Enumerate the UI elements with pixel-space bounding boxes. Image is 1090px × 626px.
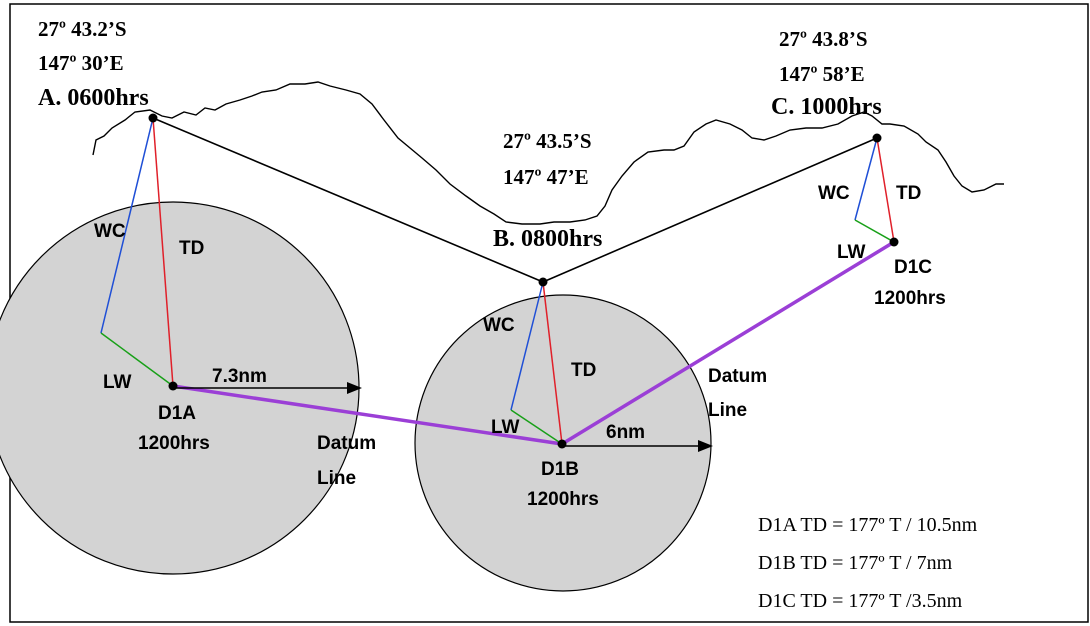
position-a-latitude: 27º 43.2’S	[38, 17, 127, 41]
datum-line-b-c	[561, 240, 895, 446]
datum-name-d1a: D1A	[158, 403, 196, 424]
leeway-label-b: LW	[491, 417, 520, 438]
wind-current-label-b: WC	[483, 315, 515, 336]
total-drift-vector-c	[876, 137, 895, 243]
track-b-to-c	[542, 137, 878, 283]
position-b-longitude: 147º 47’E	[503, 165, 589, 189]
datum-point-d1c	[889, 237, 899, 247]
position-point-c	[872, 133, 882, 143]
legend-line-d1a: D1A TD = 177º T / 10.5nm	[758, 514, 978, 536]
coastline	[92, 81, 1004, 225]
wind-current-vector-c	[854, 137, 878, 221]
total-drift-label-b: TD	[571, 360, 596, 381]
datum-line-a-b	[172, 384, 563, 446]
leeway-vector-b	[510, 409, 563, 445]
datum-line-label-1-word2: Line	[317, 468, 356, 489]
wind-current-vector-b	[510, 281, 544, 411]
legend-line-d1b: D1B TD = 177º T / 7nm	[758, 552, 953, 574]
datum-line-label-1-word1: Datum	[317, 433, 376, 454]
leeway-vector-a	[100, 332, 174, 387]
wind-current-label-c: WC	[818, 183, 850, 204]
total-drift-label-c: TD	[896, 183, 921, 204]
datum-name-d1c: D1C	[894, 257, 932, 278]
radius-label-d1a: 7.3nm	[212, 366, 267, 387]
radius-arrowhead-d1b	[698, 440, 713, 452]
datum-point-d1b	[557, 439, 567, 449]
legend-line-d1c: D1C TD = 177º T /3.5nm	[758, 590, 963, 612]
leeway-vector-c	[854, 219, 895, 243]
track-a-to-b	[152, 117, 544, 283]
leeway-label-a: LW	[103, 372, 132, 393]
total-drift-label-a: TD	[179, 238, 204, 259]
position-point-b	[538, 277, 548, 287]
radius-arrowhead-d1a	[347, 382, 362, 394]
position-b-latitude: 27º 43.5’S	[503, 129, 592, 153]
total-drift-vector-a	[152, 117, 174, 387]
position-c-time: C. 1000hrs	[771, 94, 882, 120]
position-a-time: A. 0600hrs	[38, 85, 149, 111]
position-c-latitude: 27º 43.8’S	[779, 27, 868, 51]
position-a-longitude: 147º 30’E	[38, 51, 124, 75]
wind-current-label-a: WC	[94, 221, 126, 242]
position-point-a	[148, 113, 158, 123]
datum-time-d1b: 1200hrs	[527, 489, 599, 510]
datum-time-d1c: 1200hrs	[874, 288, 946, 309]
datum-time-d1a: 1200hrs	[138, 433, 210, 454]
radius-label-d1b: 6nm	[606, 422, 645, 443]
wind-current-vector-a	[100, 117, 154, 334]
leeway-label-c: LW	[837, 242, 866, 263]
datum-line-label-2-word1: Datum	[708, 366, 767, 387]
position-b-time: B. 0800hrs	[493, 226, 602, 252]
datum-point-d1a	[168, 381, 178, 391]
total-drift-vector-b	[542, 281, 563, 445]
datum-line-label-2-word2: Line	[708, 400, 747, 421]
datum-name-d1b: D1B	[541, 459, 579, 480]
position-c-longitude: 147º 58’E	[779, 62, 865, 86]
